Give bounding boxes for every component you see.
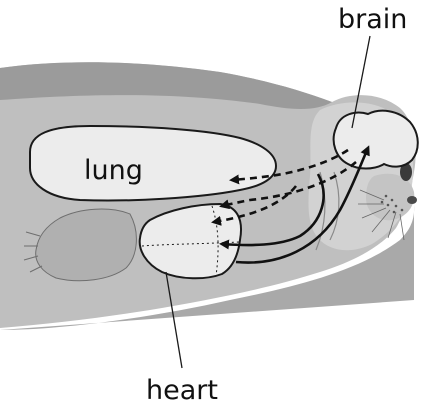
lung-organ: [30, 126, 276, 201]
brain-label: brain: [338, 6, 407, 33]
lung-label: lung: [84, 157, 143, 184]
brain-organ: [334, 111, 418, 169]
heart-label: heart: [146, 377, 218, 404]
seal-nose: [407, 196, 417, 204]
